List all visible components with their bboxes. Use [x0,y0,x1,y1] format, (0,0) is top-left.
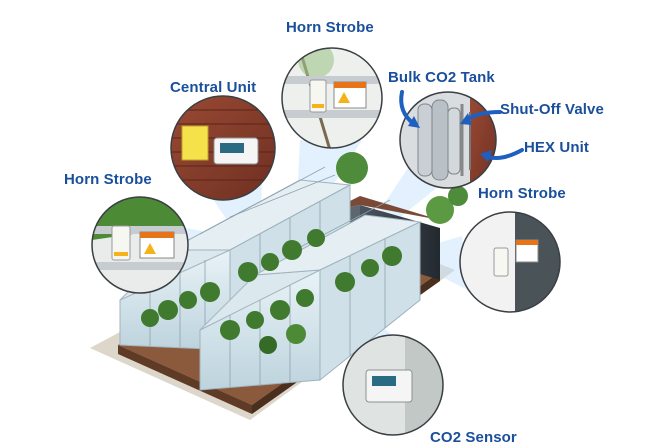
callout-horn-strobe-top [280,42,390,156]
label-bulk-co2-tank: Bulk CO2 Tank [388,69,495,86]
callout-horn-strobe-left [92,197,188,293]
label-horn-strobe-left: Horn Strobe [64,171,152,188]
label-horn-strobe-right: Horn Strobe [478,185,566,202]
label-hex-unit: HEX Unit [524,139,589,156]
label-shut-off-valve: Shut-Off Valve [500,101,604,118]
callout-co2-sensor [343,335,443,435]
label-central-unit: Central Unit [170,79,256,96]
callout-horn-strobe-right [460,212,560,312]
label-horn-strobe-top: Horn Strobe [286,19,374,36]
label-co2-sensor: CO2 Sensor [430,429,517,446]
